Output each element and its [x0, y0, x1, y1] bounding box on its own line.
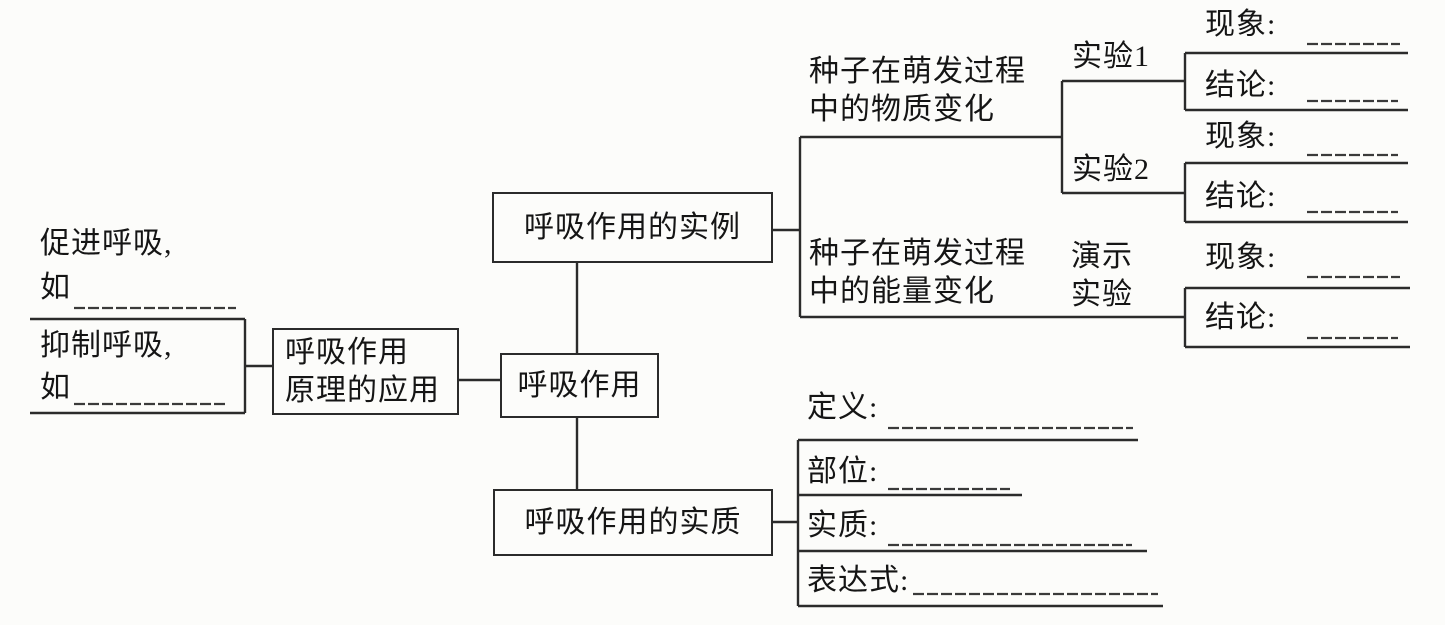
experiment1-conclusion-label: 结论: [1205, 69, 1277, 102]
node-respiration-label: 呼吸作用 [517, 368, 642, 402]
node-application-line2: 原理的应用 [285, 373, 440, 407]
experiment2-conclusion-label: 结论: [1205, 180, 1277, 213]
material-change-line1: 种子在萌发过程 [809, 55, 1026, 88]
node-respiration: 呼吸作用 [500, 353, 659, 418]
demo-phenomenon-label: 现象: [1205, 241, 1277, 274]
demo-experiment-line1: 演示 [1071, 240, 1133, 273]
energy-change-line2: 中的能量变化 [809, 275, 995, 308]
essence-table-lines [773, 426, 1163, 608]
location-label: 部位: [807, 455, 879, 488]
node-respiration-essence-label: 呼吸作用的实质 [524, 505, 742, 539]
demo-bracket-lines [1183, 275, 1410, 349]
material-change-line2: 中的物质变化 [809, 93, 995, 126]
node-respiration-essence: 呼吸作用的实质 [493, 489, 773, 556]
experiment1-label: 实验1 [1072, 40, 1150, 73]
inhibit-breathing-label: 抑制呼吸, [40, 329, 173, 362]
examples-branch-lines [773, 79, 1185, 319]
promote-example-prefix: 如 [40, 271, 71, 304]
node-respiration-examples: 呼吸作用的实例 [492, 192, 773, 263]
expression-label: 表达式: [807, 564, 910, 597]
promote-breathing-label: 促进呼吸, [40, 227, 173, 260]
experiment1-phenomenon-label: 现象: [1205, 8, 1277, 41]
left-bracket-lines [30, 306, 272, 415]
demo-conclusion-label: 结论: [1205, 301, 1277, 334]
node-application-line1: 呼吸作用 [285, 335, 409, 369]
experiment2-label: 实验2 [1072, 153, 1150, 186]
node-application-of-respiration-principle: 呼吸作用 原理的应用 [272, 328, 459, 415]
experiment1-bracket-lines [1183, 42, 1408, 112]
inhibit-example-prefix: 如 [40, 371, 71, 404]
essence-label: 实质: [807, 509, 879, 542]
experiment2-phenomenon-label: 现象: [1205, 120, 1277, 153]
experiment2-bracket-lines [1183, 153, 1408, 224]
definition-label: 定义: [807, 391, 879, 424]
energy-change-line1: 种子在萌发过程 [809, 237, 1026, 270]
demo-experiment-line2: 实验 [1071, 278, 1133, 311]
node-respiration-examples-label: 呼吸作用的实例 [524, 210, 741, 244]
center-connector-lines [459, 263, 579, 489]
